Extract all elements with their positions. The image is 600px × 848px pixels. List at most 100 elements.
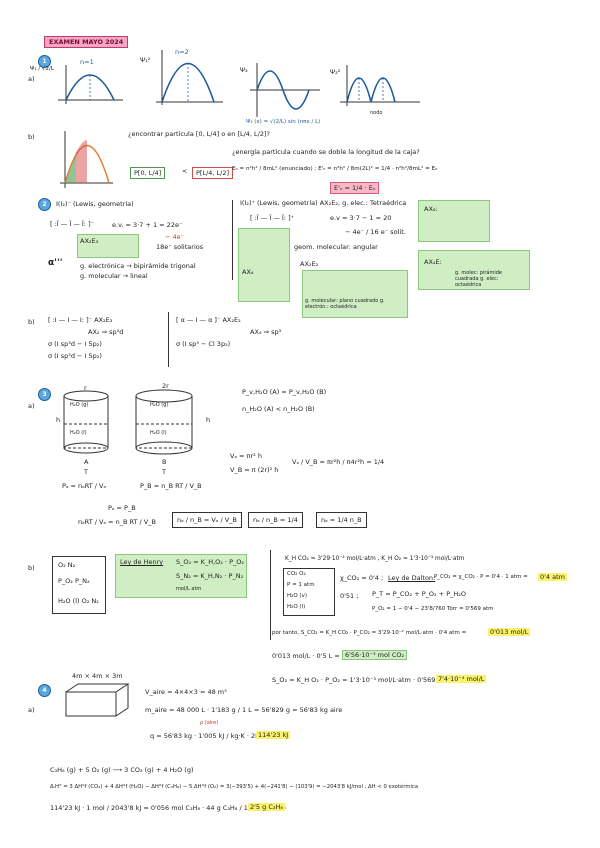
va-formula: Vₐ = πr² h — [230, 452, 262, 460]
psi-formula: Ψ₁ (x) = √(2/L) sin (nπx / L) — [246, 119, 321, 125]
cyl-b-h2o-g: H₂O (g) — [150, 402, 169, 408]
triiodide-sketch: α''' — [48, 258, 63, 268]
q1-a-label: a) — [28, 75, 35, 83]
vb-formula: V_B = π (2r)² h — [230, 466, 279, 474]
chain-4: nₐ = 1/4 n_B — [316, 512, 367, 528]
dalton-label: Ley de Dalton: — [388, 574, 436, 582]
g1-ylabel: Ψ₁ / √2/L — [30, 66, 54, 72]
q4-a-label: a) — [28, 706, 35, 714]
gas-box — [283, 568, 335, 616]
geom-mol-left: g. molecular → lineal — [80, 272, 148, 280]
compare-left: P[0, L/4] — [130, 167, 166, 179]
sum-p: P_T = P_CO₂ + P_O₂ + P_H₂O — [372, 590, 466, 598]
n-inequality: n_H₂O (A) < n_H₂O (B) — [242, 405, 315, 413]
sol-right: − 4e⁻ / 16 e⁻ solit. — [345, 228, 406, 236]
b-right-hyb: AX₄ ⇒ sp³ — [250, 328, 282, 336]
pv-equality: P_v,H₂O (A) = P_v,H₂O (B) — [242, 388, 327, 396]
pa-formula: Pₐ = nₐRT / Vₐ — [62, 482, 107, 490]
cyl-a-h: h — [56, 416, 61, 424]
g2-n: n=2 — [175, 48, 189, 56]
lewis-left: [ :Ï — Ï — Ï: ]⁻ — [50, 220, 95, 228]
cyl-a-r: r — [84, 384, 87, 392]
compare-sign: < — [182, 167, 188, 175]
solitarios: 18e⁻ solitarios — [156, 243, 204, 251]
graph-psi2-squared — [340, 65, 420, 106]
question-4-number: 4 — [38, 684, 51, 697]
calc-co2-result: 6'56·10⁻³ mol CO₂ — [342, 650, 408, 660]
q3-a-label: a) — [28, 402, 35, 410]
kh-line: K_H CO₂ = 3'29·10⁻² mol/L·atm , K_H O₂ =… — [285, 556, 465, 562]
chain-1: nₐRT / Vₐ = n_B RT / V_B — [78, 518, 156, 526]
q2-b-label: b) — [28, 318, 35, 326]
box-row-1: O₂ N₂ — [58, 561, 76, 569]
m-aire: m_aire = 48 000 L · 1'183 g / 1 L = 56'8… — [145, 706, 343, 714]
graph-psi1 — [58, 65, 123, 104]
ax2e3-box — [77, 234, 139, 258]
cylinders-sketch — [63, 389, 193, 455]
enthalpy-calc: ΔᵣH° = 3 ΔH°f (CO₂) + 4 ΔH°f (H₂O) − ΔH°… — [50, 784, 419, 790]
q3-b-label: b) — [28, 564, 35, 572]
calc-co2: 0'013 mol/L · 0'5 L = — [272, 652, 340, 660]
ax4-label: AX₄ — [242, 268, 254, 276]
cyl-b-2r: 2r — [162, 382, 169, 390]
box-row-3: H₂O (l) O₂ N₂ — [58, 597, 99, 605]
q-heat: q = 56'83 kg · 1'005 kJ / kg·K · 2K = — [150, 732, 267, 740]
ax6-box — [418, 200, 490, 242]
q1-b-label: b) — [28, 133, 35, 141]
henry-title: Ley de Henry — [120, 558, 164, 566]
nodo-label: nodo — [370, 110, 383, 116]
henry-eq-1: S_O₂ = K_H,O₂ · P_O₂ — [176, 558, 244, 566]
question-1-number: 1 — [38, 55, 51, 68]
energy-result: E'ₙ = 1/4 · Eₙ — [330, 182, 380, 194]
ratio-formula: Vₐ / V_B = πr²h / π4r²h = 1/4 — [292, 458, 385, 466]
question-2-number: 2 — [38, 198, 51, 211]
henry-eq-2: S_N₂ = K_H,N₂ · P_N₂ — [176, 572, 244, 580]
cyl-a-h2o-l: H₂O (l) — [70, 430, 87, 436]
g2-ylabel: Ψ₁² — [140, 56, 151, 64]
combustion-reaction: C₃H₈ (g) + 5 O₂ (g) ⟶ 3 CO₂ (g) + 4 H₂O … — [50, 766, 194, 774]
p-co2: P_CO₂ = χ_CO₂ · P = 0'4 · 1 atm = — [434, 574, 528, 580]
b-left-s1: σ (I sp³d − I 5p₂) — [48, 340, 102, 348]
ax4e-box — [418, 250, 530, 290]
pb-formula: P_B = n_B RT / V_B — [140, 482, 202, 490]
propane-mass-result: 2'5 g C₃H₈ — [248, 803, 285, 811]
geom-mol-right: geom. molecular: angular — [294, 243, 378, 251]
label-a: A — [84, 458, 89, 466]
minus4: − 4e⁻ — [165, 233, 185, 241]
q2b-divider — [168, 312, 169, 367]
room-dims: 4m × 4m × 3m — [72, 672, 123, 680]
q2-title: I(I₂)⁻ (Lewis, geometría) — [56, 200, 134, 208]
ax4e2-box — [302, 270, 408, 318]
s-co2-result: 0'013 mol/L — [488, 628, 531, 636]
propane-mass-calc: 114'23 kJ · 1 mol / 2043'8 kJ = 0'056 mo… — [50, 804, 287, 812]
cyl-b-h2o-l: H₂O (l) — [150, 430, 167, 436]
geom-elec-left: g. electrónica → bipirámide trigonal — [80, 262, 196, 270]
box-row-2: P_O₂ P_N₂ — [58, 577, 90, 585]
p-o2: P_O₂ = 1 − 0'4 − 23'8/760 Torr = 0'569 a… — [372, 606, 494, 612]
gas-box-3: H₂O (v) — [287, 593, 307, 599]
p-co2-result: 0'4 atm — [538, 573, 567, 581]
label-b: B — [162, 458, 167, 466]
graph-psi2 — [250, 63, 320, 117]
b-right-lewis: [ α — I — α ]⁻ AX₂E₂ — [176, 316, 241, 324]
s-o2-result: 7'4·10⁻⁴ mol/L — [436, 675, 487, 683]
henry-units: mol/L atm — [176, 586, 202, 592]
henry-box — [115, 554, 247, 598]
ax2e3: AX₂E₃ — [80, 237, 99, 245]
ax4e2-text: g. molecular: plano cuadrado g. electrón… — [305, 298, 385, 310]
b-right-s: σ (I sp³ − Cl 3p₂) — [176, 340, 231, 348]
b-left-lewis: [ :I — I — I: ]⁻ AX₂E₃ — [48, 316, 113, 324]
graph-probability — [60, 131, 113, 188]
ev-right: e.v = 3·7 − 1 = 20 — [330, 214, 392, 222]
frac-o2: 0'51 ; — [340, 592, 359, 600]
chain-3: nₐ / n_B = 1/4 — [248, 512, 303, 528]
b-left-s2: σ (I sp³d − I 5p₂) — [48, 352, 102, 360]
lewis-right: [ :Ï — Ï — Ï: ]⁺ — [250, 214, 295, 222]
g1-n: n=1 — [80, 58, 94, 66]
g3-ylabel: Ψ₂ — [240, 66, 248, 74]
q3b-divider — [270, 550, 271, 640]
label-t-b: T — [162, 468, 166, 476]
rho-label: ρ (aire) — [200, 720, 219, 726]
q2-right-title: I(I₂)⁺ (Lewis, geometría) AX₂E₂, g. elec… — [240, 199, 407, 207]
gas-box-2: P = 1 atm — [287, 582, 315, 588]
